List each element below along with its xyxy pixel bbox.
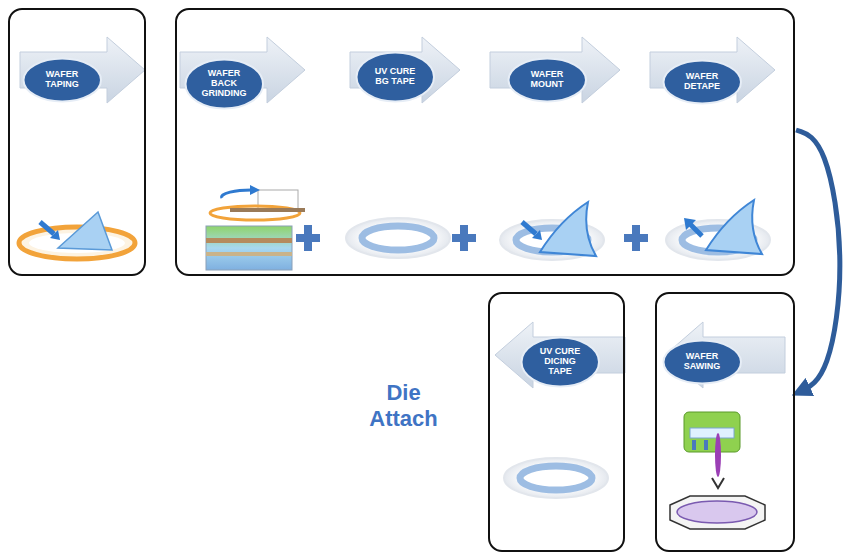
process-panel: UV CURE DICING TAPE (488, 292, 625, 552)
oval-outline (356, 53, 434, 102)
oval-outline (185, 60, 263, 109)
final-step-box: Die Attach (340, 292, 467, 552)
step-text: WAFER DETAPE (677, 72, 727, 91)
step-label: UV CURE DICING TAPE (520, 336, 601, 388)
step-label: WAFER MOUNT (507, 57, 588, 103)
step-arrow (495, 322, 625, 388)
flow-arrow (796, 130, 840, 392)
oval-outline (663, 341, 741, 384)
step-text: WAFER TAPING (37, 70, 87, 89)
step-arrow (650, 37, 775, 103)
step-arrow (350, 37, 460, 103)
oval-outline (508, 59, 586, 102)
oval-outline (663, 61, 741, 104)
process-panel: WAFER TAPING (8, 8, 146, 276)
grinding-figure (206, 185, 305, 270)
taping-figure (19, 212, 135, 259)
step-label: WAFER DETAPE (662, 59, 743, 105)
step-label: WAFER TAPING (22, 57, 103, 103)
step-label: WAFER SAWING (662, 339, 743, 385)
step-text: WAFER BACK GRINDING (199, 69, 249, 98)
step-arrow (20, 37, 145, 103)
step-label: WAFER BACK GRINDING (184, 58, 265, 110)
sawing-figure (670, 412, 765, 529)
step-text: Die Attach (369, 380, 439, 433)
process-panel: WAFER SAWING (655, 292, 795, 552)
wafer-ring (346, 218, 450, 258)
oval-outline (521, 338, 599, 387)
step-text: WAFER MOUNT (522, 70, 572, 89)
step-text: UV CURE BG TAPE (370, 67, 420, 86)
step-arrow (490, 37, 620, 103)
process-panel: WAFER BACK GRINDING UV CURE BG TAPE WAFER … (175, 8, 795, 276)
step-label: UV CURE BG TAPE (355, 51, 436, 103)
wafer-ring (504, 458, 608, 498)
step-arrow (20, 37, 785, 388)
detape-figure (666, 200, 770, 260)
step-text: WAFER SAWING (677, 352, 727, 371)
oval-outline (23, 59, 101, 102)
mount-figure (500, 202, 604, 260)
step-text: UV CURE DICING TAPE (535, 347, 585, 376)
